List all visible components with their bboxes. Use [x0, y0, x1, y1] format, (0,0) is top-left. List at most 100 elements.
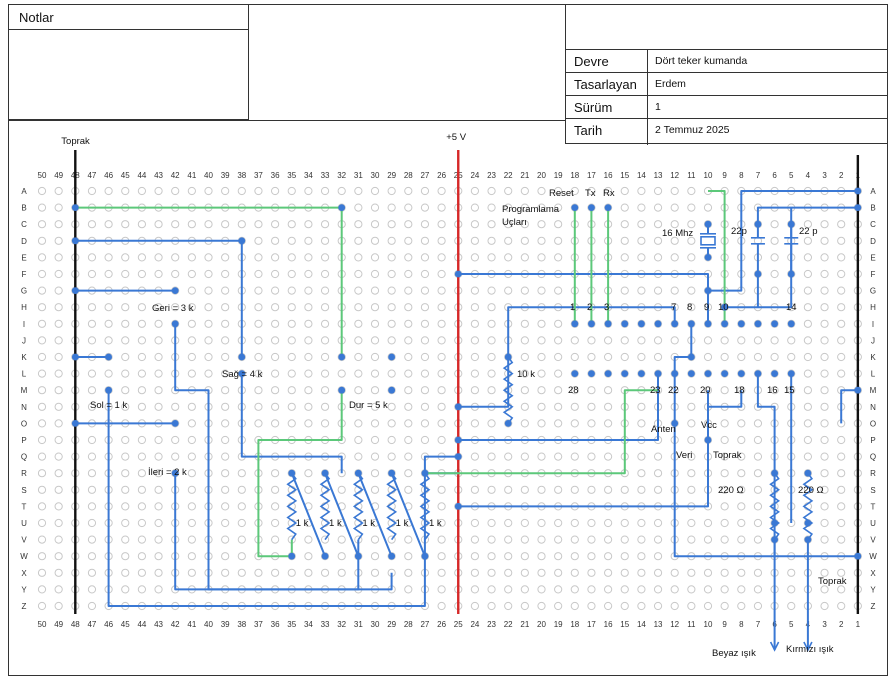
hole [54, 402, 63, 411]
hole [387, 452, 396, 461]
hole [570, 585, 579, 594]
row-letter: J [871, 336, 875, 345]
hole [653, 518, 663, 528]
hole [37, 585, 47, 594]
hole [637, 419, 646, 428]
hole [221, 485, 230, 494]
hole [420, 286, 430, 295]
column-number: 12 [670, 171, 679, 180]
hole [404, 402, 413, 411]
hole [54, 253, 63, 262]
hole [137, 352, 146, 362]
hole [287, 319, 296, 328]
column-number: 18 [570, 620, 579, 629]
hole [387, 435, 396, 445]
hole [221, 352, 230, 362]
hole [121, 186, 130, 196]
hole [54, 236, 63, 245]
column-number: 31 [354, 620, 363, 629]
hole [354, 236, 363, 245]
row-letter: R [21, 469, 27, 478]
hole [620, 203, 629, 212]
hole [520, 601, 529, 611]
hole [420, 319, 430, 328]
pin-9: 9 [704, 302, 709, 313]
wire-vcc [707, 390, 743, 440]
pin-dot [321, 469, 329, 477]
hole [320, 236, 330, 245]
hole [287, 568, 296, 577]
hole [803, 469, 813, 478]
hole [487, 303, 496, 312]
hole [620, 236, 629, 245]
hole [420, 236, 430, 245]
hole [370, 203, 380, 212]
hole [54, 386, 63, 395]
hole [221, 286, 230, 295]
hole [137, 535, 146, 544]
hole [87, 369, 97, 378]
hole [370, 535, 380, 544]
hole [620, 568, 629, 577]
info-row-devre: Devre Dört teker kumanda [566, 49, 887, 73]
hole [620, 552, 629, 561]
hole [470, 419, 479, 428]
column-number: 47 [87, 620, 96, 629]
pin-dot [771, 370, 778, 377]
column-number: 23 [487, 620, 496, 629]
pin-dot [737, 370, 745, 377]
hole [154, 469, 163, 478]
hole [587, 535, 596, 544]
hole [487, 568, 496, 577]
hole [387, 253, 396, 262]
hole [504, 518, 513, 528]
hole [537, 352, 546, 362]
hole [570, 601, 579, 611]
pin-dot [737, 320, 745, 328]
hole [803, 319, 813, 328]
hole [187, 220, 196, 229]
hole [54, 286, 63, 295]
pin-dot [238, 370, 246, 377]
hole [87, 386, 97, 395]
hole [54, 452, 63, 461]
hole [720, 386, 729, 395]
row-letter: Q [870, 453, 876, 462]
hole [653, 319, 663, 328]
hole [737, 568, 746, 577]
hole [504, 419, 513, 428]
hole [803, 303, 813, 312]
hole [803, 452, 813, 461]
hole [620, 585, 629, 594]
hole [354, 269, 363, 279]
column-number: 50 [38, 171, 47, 180]
hole [137, 319, 146, 328]
hole [587, 518, 596, 528]
hole [637, 336, 646, 345]
row-letter: D [870, 237, 876, 246]
hole [687, 452, 696, 461]
hole [837, 253, 846, 262]
hole [271, 419, 280, 428]
column-number: 21 [520, 620, 529, 629]
hole [387, 269, 396, 279]
label-10k: 10 k [517, 369, 535, 380]
hole [37, 601, 47, 611]
hole [287, 386, 296, 395]
hole [104, 253, 113, 262]
hole [554, 419, 563, 428]
hole [720, 419, 729, 428]
hole [437, 435, 446, 445]
hole [37, 435, 47, 445]
hole [537, 286, 546, 295]
hole [570, 485, 579, 494]
hole [420, 419, 430, 428]
pin-18: 18 [734, 385, 745, 396]
hole [287, 186, 296, 196]
hole [554, 585, 563, 594]
hole [37, 485, 47, 494]
info-label-devre: Devre [574, 54, 609, 69]
hole [604, 402, 613, 411]
hole [87, 568, 97, 577]
column-number: 26 [437, 171, 446, 180]
